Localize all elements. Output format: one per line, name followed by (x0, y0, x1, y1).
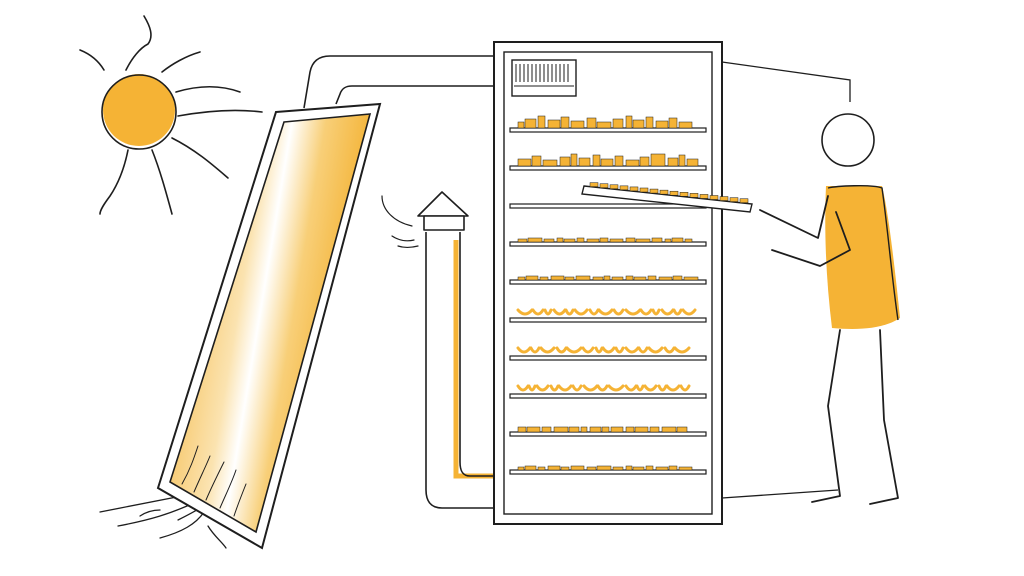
shelf (509, 384, 707, 399)
solar-panel-icon (156, 102, 382, 550)
tray-food-piece (619, 185, 629, 191)
food-pieces (517, 275, 699, 281)
tray-food-piece (599, 183, 609, 188)
shelf (509, 115, 707, 133)
tray-food-piece (679, 192, 689, 197)
food-pieces (517, 237, 693, 243)
hot-air-duct (303, 55, 494, 109)
person-icon (759, 113, 900, 505)
chimney-icon (417, 191, 469, 231)
food-pieces (517, 115, 693, 129)
exhaust-lines (381, 195, 419, 249)
tray-food-piece (689, 193, 699, 198)
tray-food-piece (629, 186, 639, 192)
food-pieces (517, 465, 693, 471)
tray-food-piece (649, 188, 659, 194)
tray-food-piece (669, 190, 679, 196)
tray-food-piece (709, 195, 719, 200)
shelf (509, 237, 707, 247)
food-pieces (516, 384, 691, 392)
tray-food-piece (639, 187, 649, 193)
pulled-out-tray (581, 182, 753, 213)
cabinet-icon (493, 41, 723, 525)
shelf (509, 153, 707, 171)
sun-icon (79, 15, 263, 215)
tray-food-piece (609, 184, 619, 190)
return-duct (425, 232, 494, 509)
shelf (509, 275, 707, 285)
shelf (509, 346, 707, 361)
food-pieces (517, 426, 688, 433)
tray-food-piece (719, 196, 729, 201)
shelf (509, 426, 707, 437)
tray-food-piece (589, 182, 599, 187)
tray-food-piece (739, 198, 749, 203)
food-pieces (516, 308, 697, 316)
tray-food-piece (659, 189, 669, 195)
vent-grille (511, 59, 577, 97)
shelf (509, 465, 707, 475)
food-pieces (516, 346, 691, 354)
tray-food-piece (729, 197, 739, 202)
shelf (509, 308, 707, 323)
tray-food-piece (699, 194, 709, 199)
guide-lines (721, 61, 851, 499)
food-pieces (517, 153, 699, 167)
